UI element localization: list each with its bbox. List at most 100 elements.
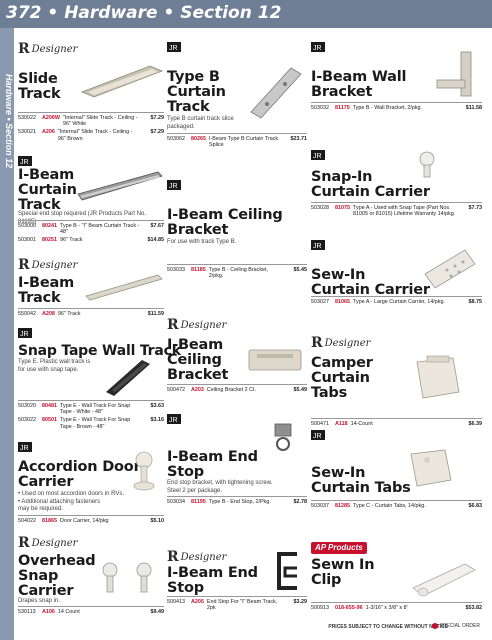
page-header: 372 • Hardware • Section 12 xyxy=(0,0,492,28)
product-description: • Used on most accordion doors in RVs. •… xyxy=(18,491,125,512)
product-snap-tape-wall-track: JR Snap Tape Wall Track Type E. Plastic … xyxy=(18,328,181,430)
svg-text:JR: JR xyxy=(169,45,178,52)
special-order-icon xyxy=(431,623,438,629)
section-word: Hardware xyxy=(64,3,158,23)
jr-products-logo: JR xyxy=(18,156,32,166)
product-title: Snap Tape Wall Track xyxy=(18,343,181,359)
page-title: 372 • Hardware • Section 12 xyxy=(6,3,282,23)
jr-products-logo: JR xyxy=(311,430,325,440)
side-tab-label: Hardware • Section 12 xyxy=(4,74,14,169)
ap-products-logo: AP Products xyxy=(311,542,367,554)
curtain-track-image xyxy=(76,168,164,204)
jr-products-logo: JR xyxy=(167,180,181,190)
door-carrier-image xyxy=(126,450,162,492)
svg-text:JR: JR xyxy=(313,45,322,52)
sew-in-carrier-image xyxy=(419,246,479,292)
end-stop-image xyxy=(263,420,303,454)
product-description: For use with track Type B. xyxy=(167,239,237,245)
jr-products-logo: JR xyxy=(311,42,325,52)
ceiling-bracket-image xyxy=(245,342,305,378)
page-footer: PRICES SUBJECT TO CHANGE WITHOUT NOTICE … xyxy=(0,616,492,640)
svg-text:JR: JR xyxy=(20,159,29,166)
curtain-tab-image xyxy=(409,352,469,404)
jr-products-logo: JR xyxy=(18,442,32,452)
sew-in-tab-image xyxy=(405,446,457,492)
jr-products-logo: JR xyxy=(311,150,325,160)
svg-text:JR: JR xyxy=(313,153,322,160)
snap-carrier-image xyxy=(94,556,164,596)
svg-text:JR: JR xyxy=(20,331,29,338)
svg-text:JR: JR xyxy=(169,417,178,424)
section-label: Section 12 xyxy=(180,3,282,23)
svg-text:JR: JR xyxy=(20,445,29,452)
wall-bracket-image xyxy=(431,50,479,102)
snap-tape-track-image xyxy=(102,358,152,396)
svg-text:JR: JR xyxy=(313,433,322,440)
svg-text:JR: JR xyxy=(169,183,178,190)
track-splice-image xyxy=(247,62,307,122)
ibeam-track-image xyxy=(84,272,164,302)
special-order-note: SPECIAL ORDER xyxy=(431,623,480,629)
sewn-in-clip-image xyxy=(409,558,479,600)
page-number: 372 xyxy=(6,3,42,23)
